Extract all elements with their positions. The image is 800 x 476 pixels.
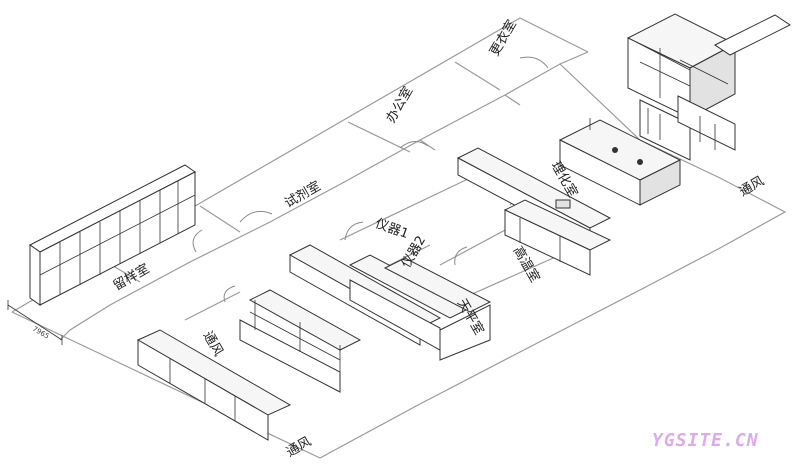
sample-cabinets xyxy=(29,164,196,306)
room-label-reagent: 试剂室 xyxy=(282,178,324,211)
bench-left xyxy=(136,329,292,441)
room-label-office: 办公室 xyxy=(383,84,416,126)
island-bench-right xyxy=(558,118,682,206)
room-label-entrance-left: 通风 xyxy=(284,434,314,460)
watermark-text: YGSITE.CN xyxy=(652,430,759,451)
bench-with-sink xyxy=(456,147,612,276)
room-label-fume: 通风 xyxy=(200,329,226,359)
outer-walls xyxy=(11,17,787,459)
shelving-units xyxy=(239,289,362,393)
middle-benches xyxy=(288,244,492,361)
fume-hoods xyxy=(626,13,791,161)
room-label-changing: 更衣室 xyxy=(486,17,519,59)
room-label-entrance-right: 通风 xyxy=(737,174,767,200)
dimension-line: 7965 xyxy=(7,300,63,345)
room-label-instrument-1: 仪器1 xyxy=(373,216,410,242)
dimension-text: 7965 xyxy=(31,325,50,341)
